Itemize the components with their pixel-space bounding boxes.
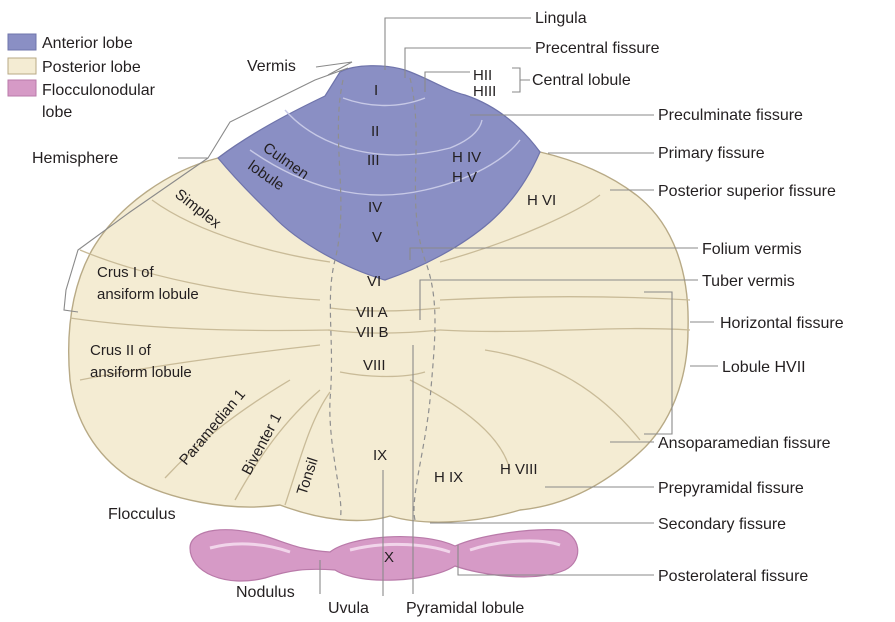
label-folium-vermis: Folium vermis — [702, 241, 802, 258]
lobule-crus2-line2: ansiform lobule — [90, 364, 192, 381]
lobule-VIII: VIII — [363, 357, 386, 374]
legend-swatch-anterior — [8, 34, 36, 50]
label-central-lobule: Central lobule — [532, 72, 631, 89]
label-ansoparamedian-fissure: Ansoparamedian fissure — [658, 435, 831, 452]
label-primary-fissure: Primary fissure — [658, 145, 765, 162]
lobule-III: III — [367, 152, 380, 169]
lobule-HIV: H IV — [452, 149, 481, 166]
label-pyramidal-lobule: Pyramidal lobule — [406, 600, 524, 617]
label-prepyramidal-fissure: Prepyramidal fissure — [658, 480, 804, 497]
lobule-VIIA: VII A — [356, 304, 388, 321]
label-horizontal-fissure: Horizontal fissure — [720, 315, 844, 332]
lobule-HV: H V — [452, 169, 477, 186]
lobule-IX: IX — [373, 447, 387, 464]
lobule-VI: VI — [367, 273, 381, 290]
label-uvula: Uvula — [328, 600, 369, 617]
lobule-I: I — [374, 82, 378, 99]
lobule-crus1-line2: ansiform lobule — [97, 286, 199, 303]
lobule-HVI: H VI — [527, 192, 556, 209]
lobule-II: II — [371, 123, 379, 140]
label-hemisphere: Hemisphere — [32, 150, 118, 167]
lobule-crus2: Crus II of — [90, 342, 152, 359]
lobule-HVIII: H VIII — [500, 461, 538, 478]
legend-label-posterior: Posterior lobe — [42, 59, 141, 76]
label-precentral-fissure: Precentral fissure — [535, 40, 660, 57]
lobule-X: X — [384, 549, 394, 566]
legend-swatch-flocculonodular — [8, 80, 36, 96]
label-secondary-fissure: Secondary fissure — [658, 516, 786, 533]
lobule-IV: IV — [368, 199, 382, 216]
label-posterolateral-fissure: Posterolateral fissure — [658, 568, 808, 585]
leader-central-bracket — [512, 68, 530, 92]
label-lingula: Lingula — [535, 10, 587, 27]
lobule-V: V — [372, 229, 382, 246]
legend-swatch-posterior — [8, 58, 36, 74]
label-flocculus: Flocculus — [108, 506, 176, 523]
label-posterior-superior-fissure: Posterior superior fissure — [658, 183, 836, 200]
lobule-VIIB: VII B — [356, 324, 389, 341]
label-vermis: Vermis — [247, 58, 296, 75]
leader-precentral — [405, 48, 531, 78]
label-lobule-hvii: Lobule HVII — [722, 359, 806, 376]
label-nodulus: Nodulus — [236, 584, 295, 601]
legend-label-anterior: Anterior lobe — [42, 35, 133, 52]
legend-label-flocculonodular-line2: lobe — [42, 104, 72, 121]
label-preculminate-fissure: Preculminate fissure — [658, 107, 803, 124]
label-tuber-vermis: Tuber vermis — [702, 273, 795, 290]
lobule-HIX: H IX — [434, 469, 463, 486]
lobule-HII: HII — [473, 67, 492, 84]
lobule-crus1: Crus I of — [97, 264, 155, 281]
lobule-HIII: HIII — [473, 83, 496, 100]
legend-label-flocculonodular: Flocculonodular — [42, 82, 156, 99]
legend: Anterior lobe Posterior lobe Flocculonod… — [8, 34, 156, 121]
leader-lingula — [385, 18, 531, 70]
